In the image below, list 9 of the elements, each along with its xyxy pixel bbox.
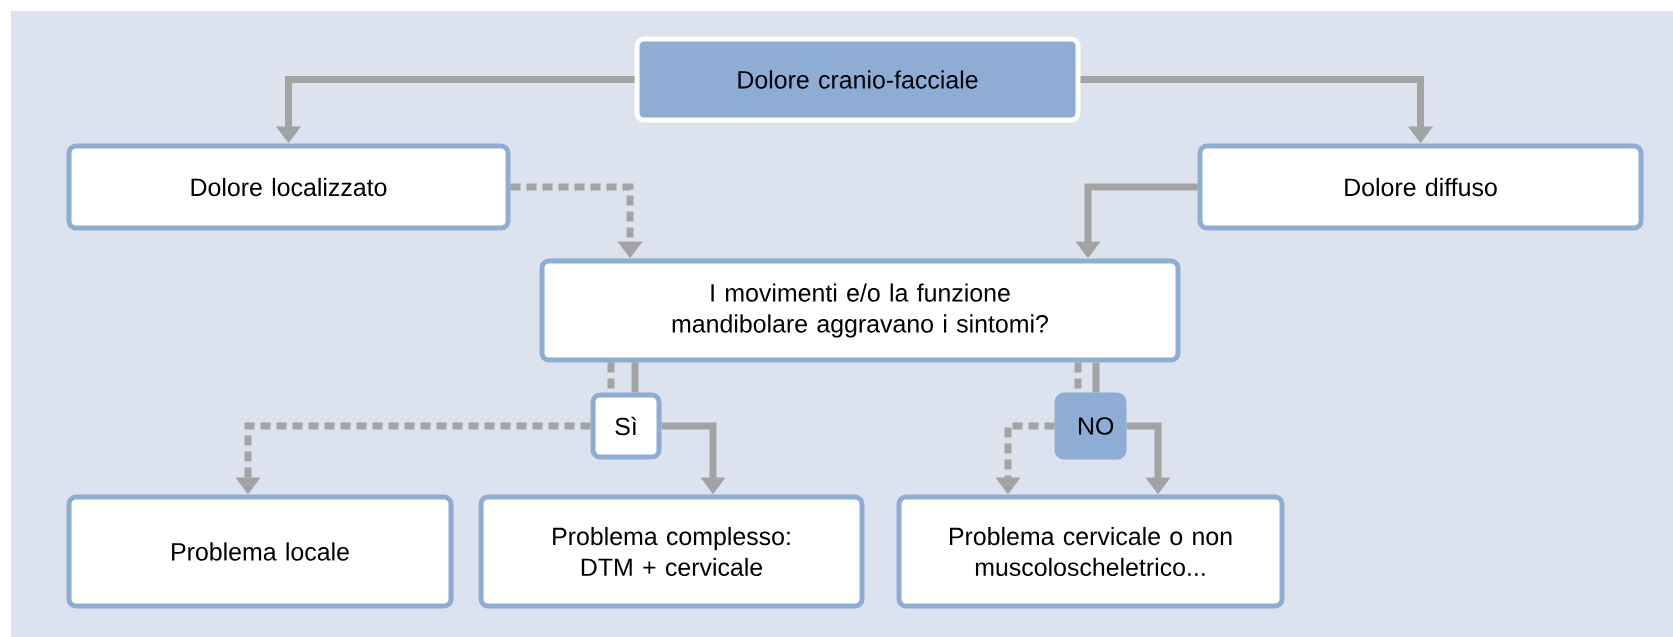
process-box: Problema cervicale o non muscoloscheletrico... <box>896 494 1285 609</box>
process-box: Problema complesso: DTM + cervicale <box>478 494 865 609</box>
answer-box: NO <box>1054 392 1127 460</box>
process-box: Problema locale <box>66 494 454 609</box>
process-box: Sì <box>590 392 662 460</box>
process-box: I movimenti e/o la funzione mandibolare aggravano i sintomi? <box>539 258 1181 363</box>
process-box: Dolore diffuso <box>1197 143 1644 231</box>
process-box: Dolore localizzato <box>66 143 511 231</box>
title-box: Dolore cranio-facciale <box>634 36 1081 123</box>
